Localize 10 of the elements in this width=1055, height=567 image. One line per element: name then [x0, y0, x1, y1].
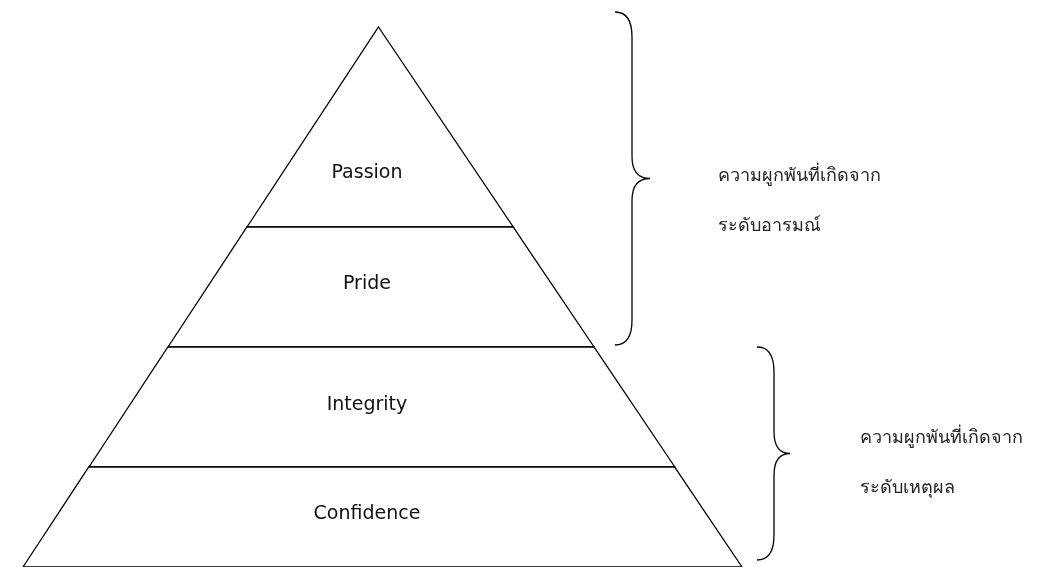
pyramid-layer [23, 467, 742, 567]
pyramid-layer [167, 227, 594, 347]
brace-note: ความผูกพันที่เกิดจากระดับเหตุผล [860, 423, 1024, 500]
layer-label: Confidence [313, 501, 421, 523]
layer-label: Passion [331, 160, 403, 182]
layer-label: Pride [343, 271, 391, 293]
brace-note: ความผูกพันที่เกิดจากระดับอารมณ์ [718, 161, 882, 237]
layer-label: Integrity [326, 392, 408, 414]
pyramid-layer [88, 347, 675, 467]
pyramid-layer [246, 27, 513, 227]
